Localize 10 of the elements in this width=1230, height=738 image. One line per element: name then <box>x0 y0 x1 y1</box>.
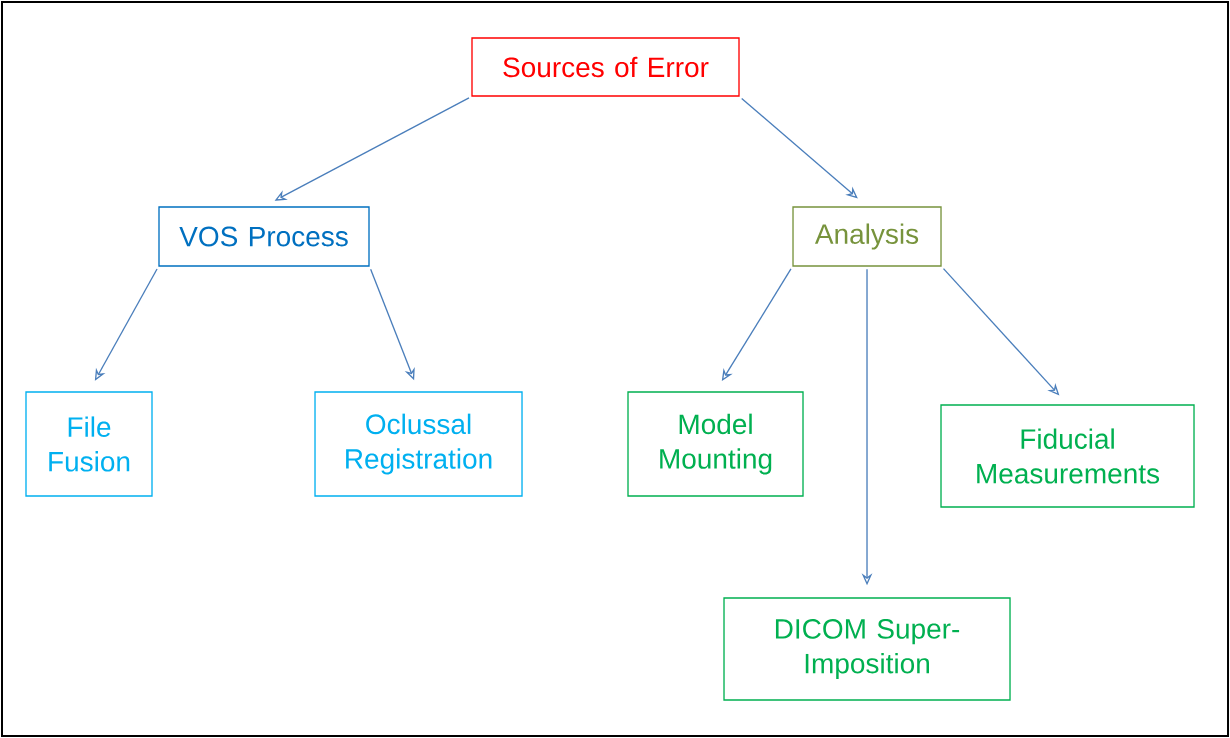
arrow <box>741 97 858 199</box>
arrow <box>94 268 158 381</box>
category-box: Oclussal Registration <box>314 391 523 497</box>
category-box: Analysis <box>792 206 942 267</box>
category-box: VOS Process <box>158 206 370 267</box>
category-box: Model Mounting <box>627 391 804 497</box>
category-box: Fiducial Measurements <box>940 404 1195 508</box>
category-box: Sources of Error <box>471 37 740 97</box>
category-box: File Fusion <box>25 391 153 497</box>
category-box: DICOM Super-Imposition <box>723 597 1011 701</box>
